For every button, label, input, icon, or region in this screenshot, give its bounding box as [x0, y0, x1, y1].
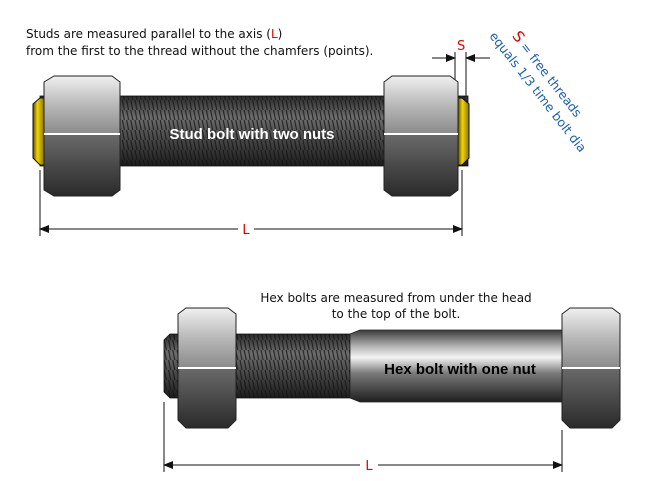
stud-note: Studs are measured parallel to the axis … [26, 27, 373, 58]
hex-bolt-label: Hex bolt with one nut [384, 361, 536, 378]
hex-note-line2: to the top of the bolt. [332, 307, 461, 321]
stud-length-dimension [39, 170, 463, 236]
hex-note-line1: Hex bolts are measured from under the he… [260, 291, 531, 305]
stud-right-washer [457, 97, 470, 166]
hex-length-label: L [365, 459, 373, 474]
hex-note: Hex bolts are measured from under the he… [260, 291, 531, 321]
stud-bolt-label: Stud bolt with two nuts [170, 126, 335, 143]
stud-note-line1: Studs are measured parallel to the axis … [26, 27, 282, 41]
hex-bolt-head [561, 307, 621, 429]
stud-note-line2: from the first to the thread without the… [26, 44, 373, 58]
stud-left-washer [32, 97, 45, 166]
stud-right-nut [383, 75, 459, 197]
free-threads-line2: equals 1/3 time bolt dia [486, 29, 589, 155]
free-threads-note: S = free threads equals 1/3 time bolt di… [486, 27, 589, 155]
hex-length-dimension [163, 402, 563, 472]
s-label: S [457, 39, 465, 54]
stud-length-label: L [242, 223, 250, 238]
stud-left-nut [43, 75, 121, 197]
hex-bolt-nut [177, 307, 237, 429]
